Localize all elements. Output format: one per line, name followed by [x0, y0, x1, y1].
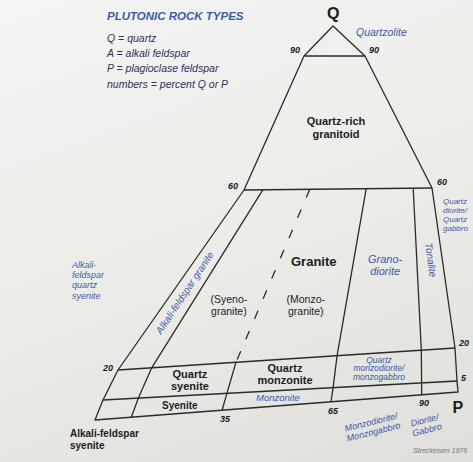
percent-number: 35	[220, 414, 230, 425]
field-name: Alkali-feldspar syenite	[70, 428, 150, 452]
field-name: Diorite/ Gabbro	[409, 413, 443, 439]
field-name: Alkali-feldspar granite	[154, 250, 217, 337]
triangle-outline	[95, 26, 458, 420]
key-line: numbers = percent Q or P	[107, 78, 228, 91]
field-name: Quartz syenite	[171, 369, 209, 392]
field-name: Monzodiorite/ Monzogabbro	[343, 412, 401, 445]
percent-number: 60	[437, 177, 447, 188]
percent-number: 90	[369, 45, 379, 56]
key-line: A = alkali feldspar	[107, 47, 190, 60]
q60-line	[244, 188, 432, 190]
percent-number: 20	[103, 363, 113, 374]
credit-note: Streckeisen 1976	[413, 447, 467, 455]
field-name: Tonalite	[421, 242, 438, 278]
percent-number: 90	[419, 398, 429, 409]
field-name: Grano- diorite	[368, 253, 402, 278]
diagram-title: PLUTONIC ROCK TYPES	[107, 10, 244, 24]
percent-number: 20	[459, 338, 469, 349]
corner-label: P	[453, 398, 464, 417]
field-name: Syenite	[162, 400, 198, 411]
field-name: Quartz diorite/ Quartz gabbro	[443, 197, 468, 234]
field-name: (Syeno- granite)	[211, 293, 248, 317]
ratio-90-line	[413, 188, 422, 395]
ratio-35-line	[222, 362, 236, 410]
q90-line	[304, 55, 365, 56]
ratio-35-dashed-line	[236, 189, 310, 362]
percent-number: 60	[228, 181, 238, 192]
percent-number: 65	[328, 406, 338, 417]
key-line: Q = quartz	[107, 32, 156, 45]
field-name: Monzonite	[256, 393, 300, 403]
field-name: Granite	[291, 254, 337, 270]
ratio-10-line	[131, 190, 262, 417]
field-name: (Monzo- granite)	[287, 293, 326, 317]
field-name: Quartzolite	[356, 26, 407, 39]
field-name: Quartz-rich granitoid	[296, 115, 376, 141]
field-name: Quartz monzodiorite/ monzogabbro	[353, 356, 405, 383]
field-name: Quartz monzonite	[258, 363, 313, 386]
key-line: P = plagioclase feldspar	[107, 62, 218, 75]
field-name: Alkali-feldspar quartz syenite	[72, 260, 104, 301]
percent-number: 90	[290, 45, 300, 56]
percent-number: 5	[461, 373, 466, 384]
corner-label: Q	[327, 4, 339, 23]
